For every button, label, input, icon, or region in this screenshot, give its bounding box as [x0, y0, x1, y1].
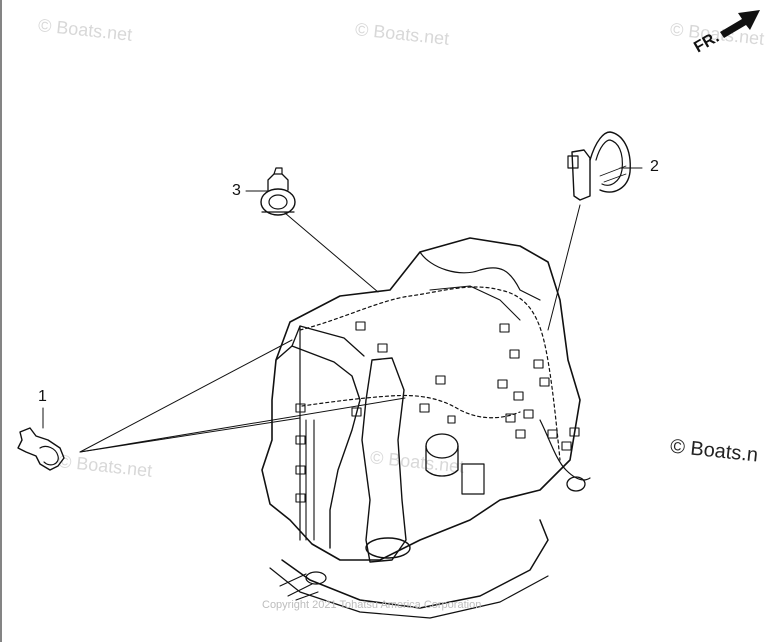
- arrow-right-icon: [720, 10, 760, 38]
- cable-tie-part-2: [567, 131, 631, 201]
- wire-clip-part-3: [260, 167, 296, 216]
- wire-clip-part-1: [17, 427, 65, 471]
- callout-3: 3: [232, 182, 241, 199]
- callout-1: 1: [38, 388, 47, 405]
- callout-2: 2: [650, 158, 659, 175]
- copyright-text: Copyright 2021 Tohatsu America Corporati…: [262, 599, 482, 611]
- engine-block: [261, 237, 591, 619]
